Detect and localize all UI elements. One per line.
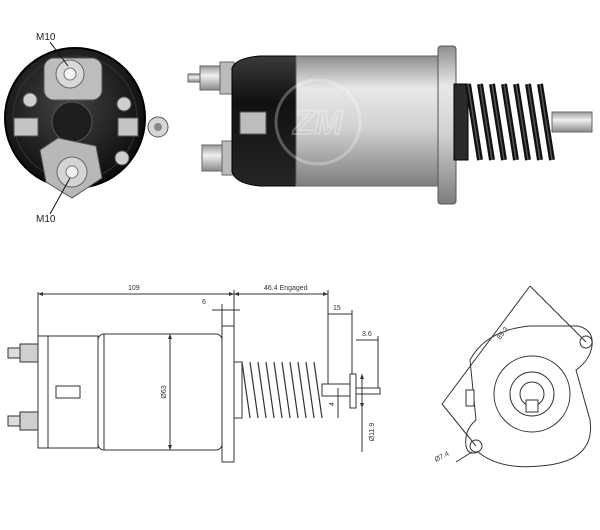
flange-end-view [441,285,593,468]
dim-plunger-length: 15 [333,305,341,312]
svg-text:ZM: ZM [292,104,343,142]
dim-overall-length: 109 [128,285,140,292]
return-spring-drawing [233,361,323,419]
dim-bolt-hole: Ø7.4 [434,450,451,463]
label-m10-top: M10 [36,32,56,43]
side-technical-drawing [7,290,381,463]
watermark-logo: ZM [274,78,362,166]
return-spring-photo [465,83,555,161]
side-view-photo: ZM [187,45,593,205]
dim-flange-offset: 6 [202,299,206,306]
leader-line-top [49,41,69,67]
dim-tip-length: 3.6 [362,331,372,338]
dim-engaged-travel: 46.4 Engaged [264,285,308,292]
terminal-studs [7,343,39,431]
dim-line-bolt-hole [455,451,473,463]
dim-body-diameter: Ø63 [161,385,168,398]
dim-tip-thickness: 4 [329,402,336,406]
leader-line-bottom [49,177,71,215]
end-view-photo: M10 M10 [4,32,169,225]
dim-line-bolt-spacing [441,285,531,405]
label-m10-bottom: M10 [36,214,56,225]
dim-plunger-diameter: Ø11.9 [369,423,376,442]
